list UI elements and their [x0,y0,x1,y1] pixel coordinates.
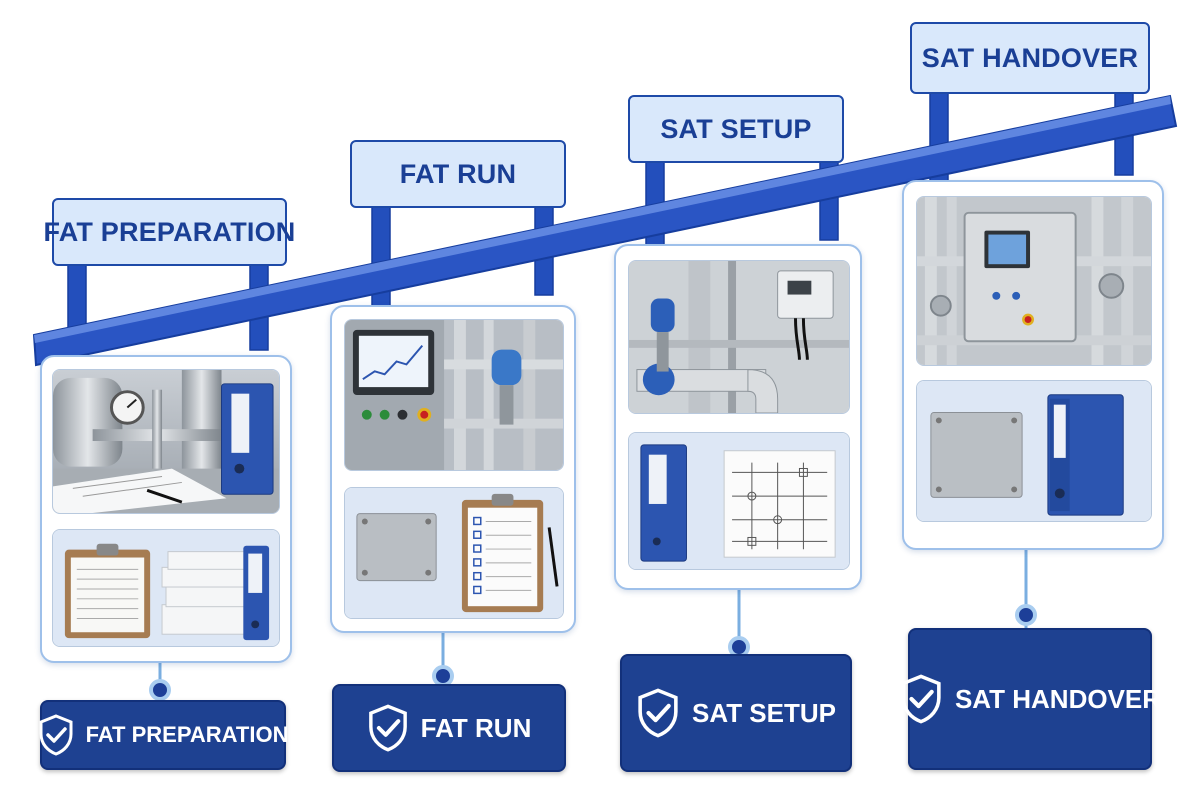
shield-check-icon [39,714,73,756]
stage-panel-fat-preparation [40,355,292,663]
stage-badge-sat-setup: SAT SETUP [620,654,852,772]
rail-beam-highlight [34,96,1171,343]
stage-photo-documents [52,529,280,647]
stage-photo-control-panel [344,319,564,471]
stage-badge-label: FAT PREPARATION [85,722,289,747]
stage-sign-label: FAT RUN [399,158,517,189]
stage-badge-label: SAT SETUP [692,697,836,728]
stage-badge-label: FAT RUN [420,712,532,743]
stage-sign-sat-handover: SAT HANDOVER [910,22,1150,94]
stage-sign-label: FAT PREPARATION [43,216,296,247]
stage-photo-plate-binder [916,380,1152,522]
stage-sign-fat-run: FAT RUN [350,140,566,208]
stage-sign-label: SAT SETUP [660,113,812,144]
stage-panel-sat-setup [614,244,862,590]
stage-photo-installed-piping [628,260,850,414]
stage-badge-fat-preparation: FAT PREPARATION [39,700,289,770]
shield-check-icon [901,674,941,724]
stage-photo-equipment [52,369,280,514]
stage-sign-fat-preparation: FAT PREPARATION [44,198,295,266]
stage-panel-fat-run [330,305,576,633]
connector-node [432,665,454,687]
connector-node [1015,604,1037,626]
stage-sign-sat-setup: SAT SETUP [628,95,844,163]
shield-check-icon [638,688,678,738]
stage-panel-sat-handover [902,180,1164,550]
shield-check-icon [368,704,407,752]
stage-photo-schematic [628,432,850,570]
stage-badge-fat-run: FAT RUN [332,684,566,772]
stage-badge-label: SAT HANDOVER [954,683,1162,714]
stage-photo-checklist [344,487,564,619]
stage-badge-sat-handover: SAT HANDOVER [901,628,1161,770]
stage-sign-label: SAT HANDOVER [921,42,1139,73]
connector-node [149,679,171,701]
stage-photo-control-cabinet [916,196,1152,366]
